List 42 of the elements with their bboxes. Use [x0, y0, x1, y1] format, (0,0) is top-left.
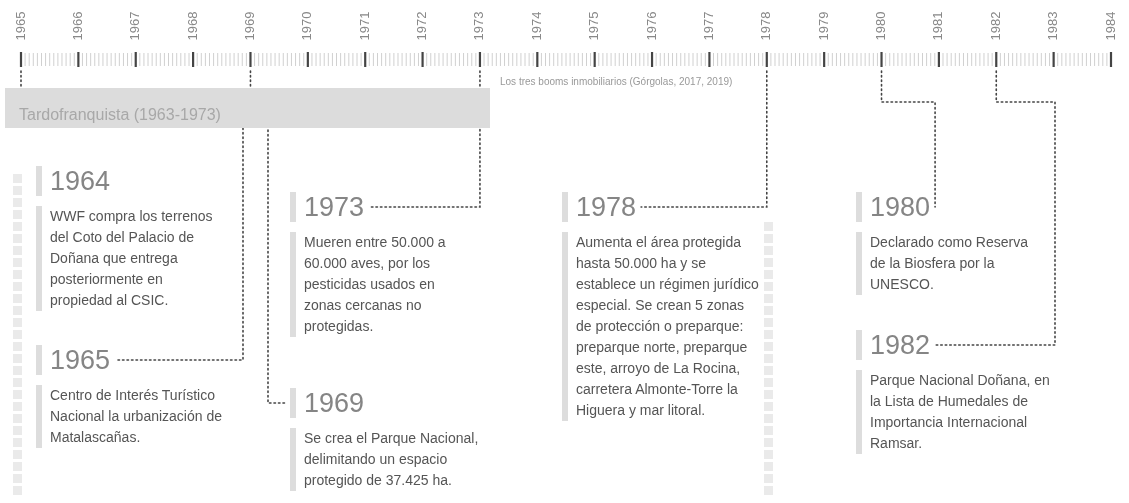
year-label: 1973 [472, 11, 487, 41]
year-label: 1967 [128, 11, 143, 41]
leader-line [249, 70, 287, 404]
year-label: 1966 [71, 11, 86, 41]
year-label: 1983 [1046, 11, 1061, 41]
year-label: 1969 [243, 11, 258, 41]
leader-line [880, 70, 936, 208]
year-label: 1970 [300, 11, 315, 41]
year-label: 1974 [530, 11, 545, 41]
period-band [5, 88, 490, 128]
year-heading: 1973 [290, 192, 365, 222]
year-label: 1979 [817, 11, 832, 41]
year-label: 1976 [645, 11, 659, 41]
year-label: 1984 [1103, 11, 1118, 41]
event-description: Centro de Interés Turístico Nacional la urbanización de Matalascañas. [36, 385, 236, 448]
year-label: 1975 [587, 11, 602, 41]
year-heading: 1965 [36, 345, 111, 375]
event-description: WWF compra los terrenos del Coto del Palacio de Doñana que entrega posteriormente en propiedad al CSIC. [36, 206, 216, 311]
year-heading: 1964 [36, 166, 111, 196]
event-description: Se crea el Parque Nacional, delimitando un espacio protegido de 37.425 ha. [290, 428, 500, 491]
leader-line [20, 70, 244, 361]
year-heading: 1982 [856, 330, 931, 360]
year-label: 1982 [989, 11, 1004, 41]
leader-line [368, 70, 481, 208]
year-label: 1971 [358, 11, 373, 41]
event-description: Aumenta el área protegida hasta 50.000 ha y se establece un régimen jurídico especial. Se crean 5 zonas de protección o preparque: preparque norte, preparque este, arroyo de La Rocina, carretera Almonte-Torre la Higuera y mar litoral. [562, 232, 760, 421]
year-label: 1980 [874, 11, 889, 41]
year-label: 1981 [931, 11, 946, 41]
year-label: 1972 [415, 11, 430, 41]
year-label: 1978 [759, 11, 774, 41]
year-label: 1965 [13, 11, 28, 41]
note-text: Los tres booms inmobiliarios (Górgolas, 2017, 2019) [500, 76, 733, 87]
year-heading: 1969 [290, 388, 365, 418]
year-label: 1968 [186, 11, 201, 41]
year-label: 1977 [702, 11, 717, 41]
event-description: Mueren entre 50.000 a 60.000 aves, por los pesticidas usados en zonas cercanas no protegidas. [290, 232, 470, 337]
leader-line [640, 70, 768, 208]
leader-line [934, 70, 1056, 346]
year-heading: 1978 [562, 192, 637, 222]
event-description: Declarado como Reserva de la Biosfera por la UNESCO. [856, 232, 1036, 295]
event-description: Parque Nacional Doñana, en la Lista de Humedales de Importancia Internacional Ramsar. [856, 370, 1052, 454]
year-heading: 1980 [856, 192, 931, 222]
